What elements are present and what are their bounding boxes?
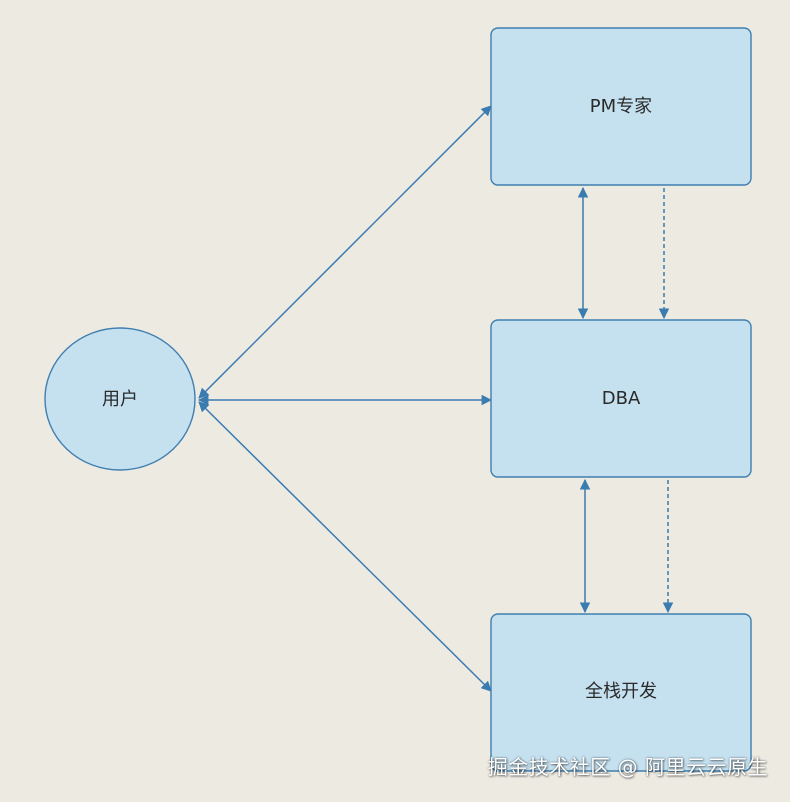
fullstack-box	[490, 613, 752, 772]
watermark: 掘金技术社区 @ 阿里云云原生	[487, 755, 768, 779]
node-user: 用户	[44, 327, 196, 471]
dba-label: DBA	[602, 388, 641, 409]
pm-label: PM专家	[590, 96, 652, 117]
pm-box	[490, 27, 752, 186]
node-fullstack: 全栈开发	[490, 613, 752, 772]
user-circle	[44, 327, 196, 471]
dba-box	[490, 319, 752, 478]
edges	[197, 105, 674, 692]
node-dba: DBA	[490, 319, 752, 478]
fullstack-label: 全栈开发	[585, 681, 657, 702]
edge-user-pm	[198, 105, 492, 399]
node-pm: PM专家	[490, 27, 752, 186]
edge-user-fullstack	[198, 401, 492, 692]
user-label: 用户	[102, 389, 138, 410]
